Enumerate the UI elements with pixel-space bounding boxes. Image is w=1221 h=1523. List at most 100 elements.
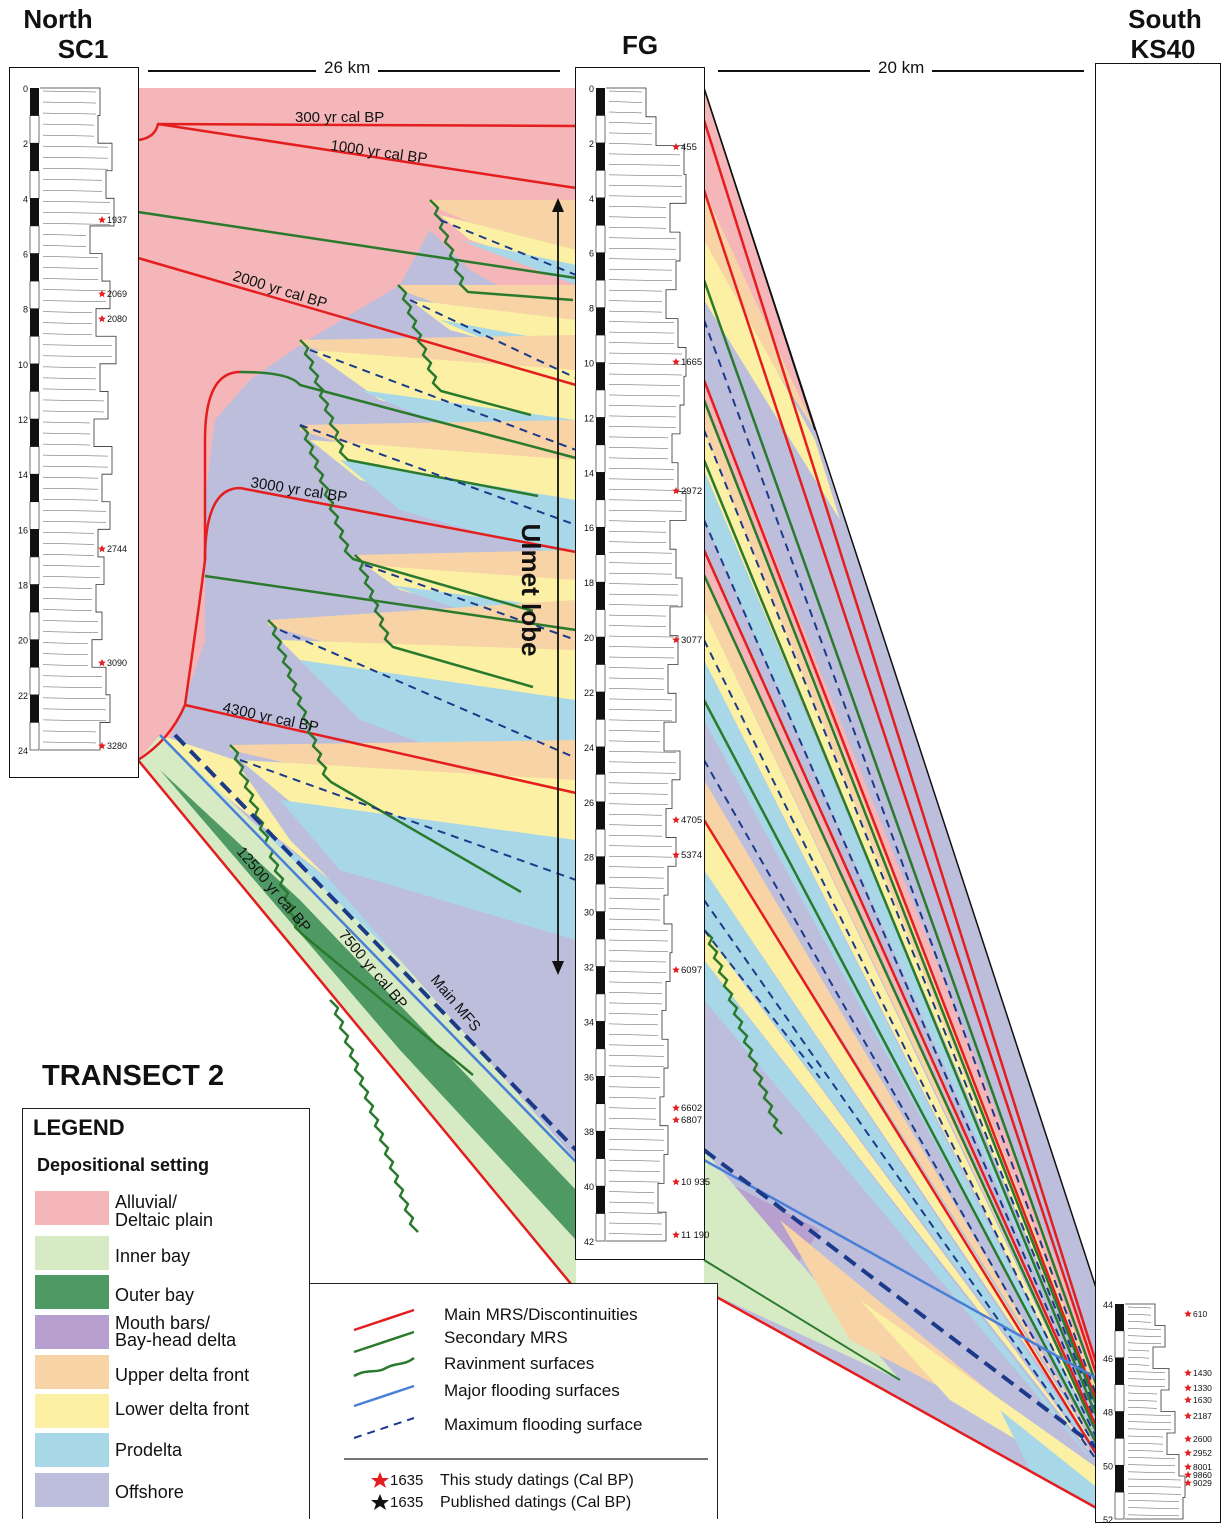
legend-mouth-bars-l2: Bay-head delta [115,1330,237,1350]
dating-label: 3280 [107,741,127,751]
depth-tick: 20 [18,636,28,646]
dating-star-icon [672,1116,680,1124]
depth-tick: 12 [584,413,594,423]
depth-tick: 52 [1103,1515,1113,1523]
dating-label: 6807 [681,1115,702,1126]
dating-label: 610 [1193,1309,1207,1319]
black-star-icon [371,1494,389,1510]
swatch-lower-delta [35,1394,109,1428]
legend-title: LEGEND [33,1115,125,1140]
depth-tick: 18 [18,581,28,591]
dating-label: 1630 [1193,1395,1212,1405]
ulmet-lobe-arrow [552,198,564,975]
depth-tick: 48 [1103,1408,1113,1418]
dating-label: 2069 [107,289,127,299]
legend-line-main-mrs: Main MRS/Discontinuities [444,1305,638,1324]
label-300: 300 yr cal BP [295,109,384,126]
north-core-heading: SC1 [57,34,109,64]
dating-star-icon [98,545,106,553]
depth-tick: 14 [584,468,594,478]
depth-tick: 22 [584,688,594,698]
depth-tick: 36 [584,1072,594,1082]
dating-label: 2972 [681,486,702,497]
dating-label: 3090 [107,658,127,668]
legend-alluvial-l1: Alluvial/ [115,1192,178,1212]
dating-label: 9860 [1193,1470,1212,1480]
depth-tick: 28 [584,853,594,863]
depth-tick: 20 [584,633,594,643]
depth-tick: 30 [584,908,594,918]
dating-star-icon [98,742,106,750]
dating-star-icon [672,1231,680,1239]
depth-tick: 24 [584,743,594,753]
legend-dating-study-value: 1635 [390,1472,424,1489]
legend-mouth-bars-l1: Mouth bars/ [115,1313,211,1333]
north-heading: North [23,4,93,34]
dating-label: 5374 [681,850,702,861]
swatch-alluvial [35,1191,109,1225]
depth-tick: 38 [584,1127,594,1137]
surface-300 [137,122,577,142]
dating-label: 4705 [681,815,702,826]
legend-outer-bay: Outer bay [115,1285,195,1305]
legend-lower-delta: Lower delta front [115,1399,250,1419]
depth-tick: 0 [589,84,594,94]
dating-star-icon [672,358,680,366]
depth-tick: 40 [584,1182,594,1192]
dating-star-icon [98,216,106,224]
dating-star-icon [672,851,680,859]
legend-subtitle: Depositional setting [37,1155,210,1175]
dating-star-icon [98,290,106,298]
legend-dating-published-value: 1635 [390,1494,424,1511]
swatch-prodelta [35,1433,109,1467]
dating-label: 6097 [681,965,702,976]
legend-prodelta: Prodelta [115,1440,183,1460]
ulmet-lobe-label: Ulmet lobe [516,524,546,657]
depth-tick: 50 [1103,1461,1113,1471]
dating-star-icon [1184,1471,1192,1479]
dating-star-icon [1184,1396,1192,1404]
dating-label: 10 935 [681,1177,710,1188]
depth-tick: 8 [589,304,594,314]
depth-tick: 12 [18,415,28,425]
depth-tick: 24 [18,746,28,756]
transect-title: TRANSECT 2 [42,1060,225,1092]
swatch-offshore [35,1473,109,1507]
depth-tick: 6 [23,250,28,260]
dating-label: 1665 [681,357,702,368]
dating-star-icon [1184,1463,1192,1471]
left-surfaces [137,122,578,1291]
dating-label: 8001 [1193,1462,1212,1472]
depth-tick: 32 [584,962,594,972]
dating-label: 3077 [681,635,702,646]
legend-offshore: Offshore [115,1482,184,1502]
depth-tick: 2 [589,139,594,149]
dating-star-icon [1184,1384,1192,1392]
dating-label: 2744 [107,544,127,554]
dating-star-icon [1184,1449,1192,1457]
dating-star-icon [1184,1479,1192,1487]
surface-4300 [184,703,577,795]
surface-1000 [157,122,577,190]
dating-label: 2952 [1193,1448,1212,1458]
depth-tick: 10 [18,360,28,370]
depth-tick: 16 [18,525,28,535]
depth-tick: 2 [23,139,28,149]
red-star-icon [371,1472,389,1488]
swatch-mouth-bars [35,1315,109,1349]
dating-label: 9029 [1193,1478,1212,1488]
core-fg-log: 0246810121416182022242628303234363840424… [584,84,710,1247]
depth-tick: 6 [589,249,594,259]
line-legend: Main MRS/Discontinuities Secondary MRS R… [310,1283,718,1519]
depth-tick: 44 [1103,1300,1113,1310]
dating-label: 1430 [1193,1368,1212,1378]
legend-line-secondary-mrs: Secondary MRS [444,1328,568,1347]
dating-star-icon [672,816,680,824]
distance-left: 26 km [316,58,379,78]
distance-right: 20 km [870,58,933,78]
dating-star-icon [98,315,106,323]
legend-line-major-flooding: Major flooding surfaces [444,1381,620,1400]
